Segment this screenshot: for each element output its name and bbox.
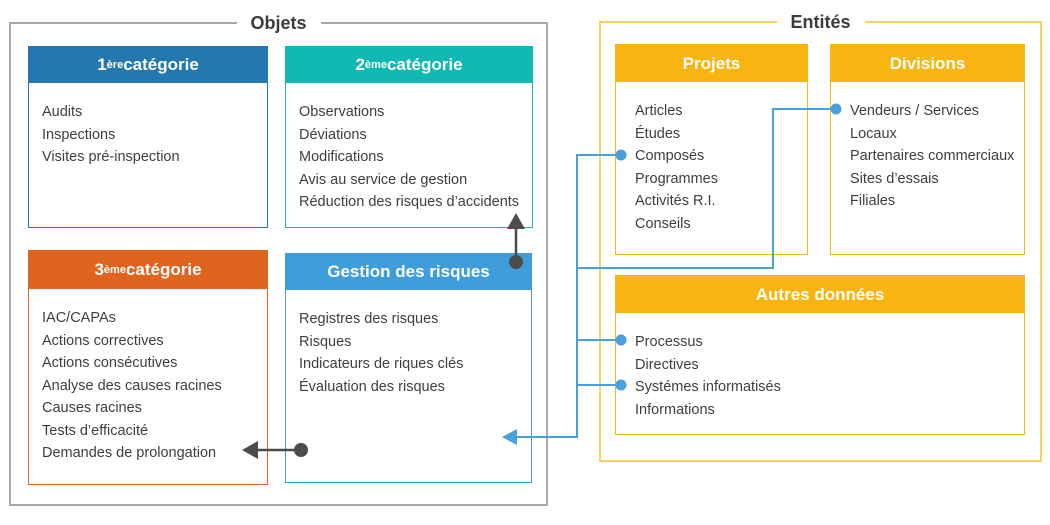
list-item: Sites d’essais xyxy=(850,170,939,187)
list-item: Articles xyxy=(635,103,683,119)
list-item: Directives xyxy=(635,356,699,373)
header-number: 3 xyxy=(94,260,104,279)
list-item: Visites pré-inspection xyxy=(42,149,180,165)
list-item: IAC/CAPAs xyxy=(42,310,116,326)
header-label: catégorie xyxy=(125,260,202,279)
list-item: Actions correctives xyxy=(42,332,164,349)
list-item: Réduction des risques d’accidents xyxy=(299,194,520,210)
list-item: Systémes informatisés xyxy=(635,379,781,395)
list-item: Registres des risques xyxy=(299,311,439,327)
list-item: Audits xyxy=(42,104,83,120)
header-superscript: ère xyxy=(106,58,124,71)
objets-group-title: Objets xyxy=(236,12,321,34)
header-label: catégorie xyxy=(386,55,463,74)
box-projets-header: Projets xyxy=(616,45,807,82)
list-item: Modifications xyxy=(299,149,384,165)
list-item: Causes racines xyxy=(42,400,142,416)
list-item: Risques xyxy=(299,333,352,350)
list-item: Vendeurs / Services xyxy=(850,103,979,119)
header-number: 2 xyxy=(355,55,365,74)
entites-group-title: Entités xyxy=(776,11,865,33)
list-item: Avis au service de gestion xyxy=(299,171,468,188)
list-item: Composés xyxy=(635,148,705,164)
header-number: 1 xyxy=(97,55,107,74)
list-item: Processus xyxy=(635,334,703,350)
list-item: Déviations xyxy=(299,126,367,143)
header-label: catégorie xyxy=(123,55,199,74)
box-gestion-des-risques: Gestion des risques Registres des risque… xyxy=(285,253,532,483)
box-divisions-header: Divisions xyxy=(831,45,1024,82)
list-item: Filiales xyxy=(850,193,896,209)
list-item: Locaux xyxy=(850,125,897,142)
list-item: Partenaires commerciaux xyxy=(850,148,1015,164)
list-item: Demandes de prolongation xyxy=(42,445,217,461)
list-item: Conseils xyxy=(635,215,691,232)
list-item: Actions consécutives xyxy=(42,355,178,371)
box-autres-donnees-header: Autres données xyxy=(616,276,1024,313)
list-item: Activités R.I. xyxy=(635,193,716,209)
list-item: Informations xyxy=(635,401,715,418)
list-item: Observations xyxy=(299,104,385,120)
box-gestion-des-risques-header: Gestion des risques xyxy=(286,254,531,290)
list-item: Programmes xyxy=(635,170,718,187)
header-superscript: ème xyxy=(103,263,126,276)
list-item: Inspections xyxy=(42,126,116,143)
list-item: Indicateurs de riques clés xyxy=(299,356,464,372)
list-item: Évaluation des risques xyxy=(299,378,445,395)
list-item: Analyse des causes racines xyxy=(42,377,222,394)
list-item: Études xyxy=(635,125,681,142)
list-item: Tests d’efficacité xyxy=(42,422,149,439)
header-superscript: ème xyxy=(364,58,387,71)
